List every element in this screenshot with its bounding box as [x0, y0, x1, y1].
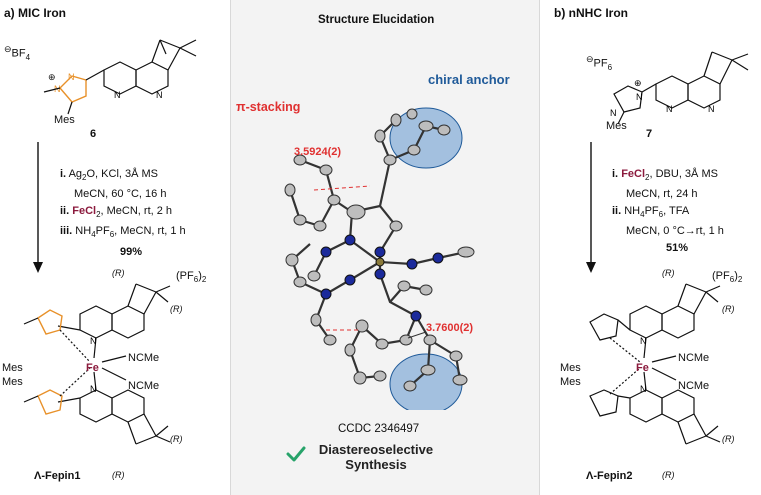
iron-atom: [375, 257, 385, 267]
fepin2-complex: N N: [589, 283, 721, 445]
fepin2-counterion: (PF6)2: [712, 270, 743, 285]
pf6-counterion: ⊖PF6: [586, 54, 613, 72]
fepin2-metal: Fe: [636, 362, 649, 374]
fepin2-stereo-3: (R): [722, 434, 735, 444]
fepin1-stereo-4: (R): [112, 470, 125, 480]
reaction-arrow-left: [33, 142, 43, 273]
mes-substituent-6: Mes: [54, 114, 75, 126]
diastereoselective-label: Diastereoselective Synthesis: [318, 442, 434, 472]
fepin2-ncme-bottom: NCMe: [678, 380, 710, 392]
mes-substituent-7: Mes: [606, 120, 627, 132]
fepin1-ncme-top: NCMe: [128, 352, 160, 364]
panel-a-title: a) MIC Iron: [4, 6, 66, 20]
fepin2-mes-2: Mes: [560, 376, 581, 388]
fepin1-metal: Fe: [86, 362, 99, 374]
svg-text:N: N: [90, 384, 97, 394]
chiral-anchor-label: chiral anchor: [428, 72, 510, 87]
compound-number-6: 6: [90, 128, 97, 140]
mic-ligand-structure: N N ⊕ N N: [43, 39, 197, 115]
fepin1-complex: N N: [23, 283, 171, 445]
fepin2-stereo-4: (R): [662, 470, 675, 480]
svg-text:N: N: [640, 336, 647, 346]
svg-text:N: N: [610, 108, 617, 118]
reaction-arrow-right: [586, 142, 596, 273]
svg-text:N: N: [708, 104, 715, 114]
conditions-left: i. Ag2O, KCl, 3Å MS MeCN, 60 °C, 16 h ii…: [60, 168, 186, 258]
fepin1-mes-2: Mes: [2, 376, 23, 388]
svg-text:N: N: [90, 336, 97, 346]
svg-text:N: N: [666, 104, 673, 114]
chiral-anchor-bottom: [389, 353, 463, 410]
fepin1-mes-1: Mes: [2, 362, 23, 374]
distance-label-2: 3.7600(2): [426, 322, 474, 334]
nnhc-ligand-structure: ⊕ N N N N: [610, 51, 749, 125]
bf4-counterion: ⊖BF4: [4, 44, 31, 62]
svg-text:N: N: [640, 384, 647, 394]
fepin2-stereo-1: (R): [662, 268, 675, 278]
distance-label-1: 3.5924(2): [294, 146, 342, 158]
svg-text:N: N: [68, 72, 75, 82]
fepin2-stereo-2: (R): [722, 304, 735, 314]
compound-number-7: 7: [646, 128, 653, 140]
panel-b-title: b) nNHC Iron: [554, 6, 628, 20]
fepin1-stereo-1: (R): [112, 268, 125, 278]
fepin2-mes-1: Mes: [560, 362, 581, 374]
svg-text:⊕: ⊕: [48, 72, 56, 82]
svg-text:⊕: ⊕: [634, 78, 642, 88]
fepin2-label: Λ-Fepin2: [586, 470, 633, 482]
svg-text:N: N: [636, 92, 643, 102]
ccdc-number: CCDC 2346497: [338, 423, 420, 435]
structure-elucidation-panel: [230, 0, 540, 495]
conditions-right: i. FeCl2, DBU, 3Å MS MeCN, rt, 24 h ii. …: [612, 168, 724, 255]
fepin1-ncme-bottom: NCMe: [128, 380, 160, 392]
fepin1-counterion: (PF6)2: [176, 270, 207, 285]
fepin2-ncme-top: NCMe: [678, 352, 710, 364]
fepin1-stereo-3: (R): [170, 434, 183, 444]
svg-text:N: N: [156, 90, 163, 100]
crystal-structure-image: [284, 107, 475, 410]
svg-text:N: N: [114, 90, 121, 100]
center-title: Structure Elucidation: [318, 14, 435, 26]
check-icon: [286, 446, 306, 462]
fepin1-stereo-2: (R): [170, 304, 183, 314]
pi-stacking-label: π-stacking: [236, 100, 301, 114]
fepin1-label: Λ-Fepin1: [34, 470, 81, 482]
